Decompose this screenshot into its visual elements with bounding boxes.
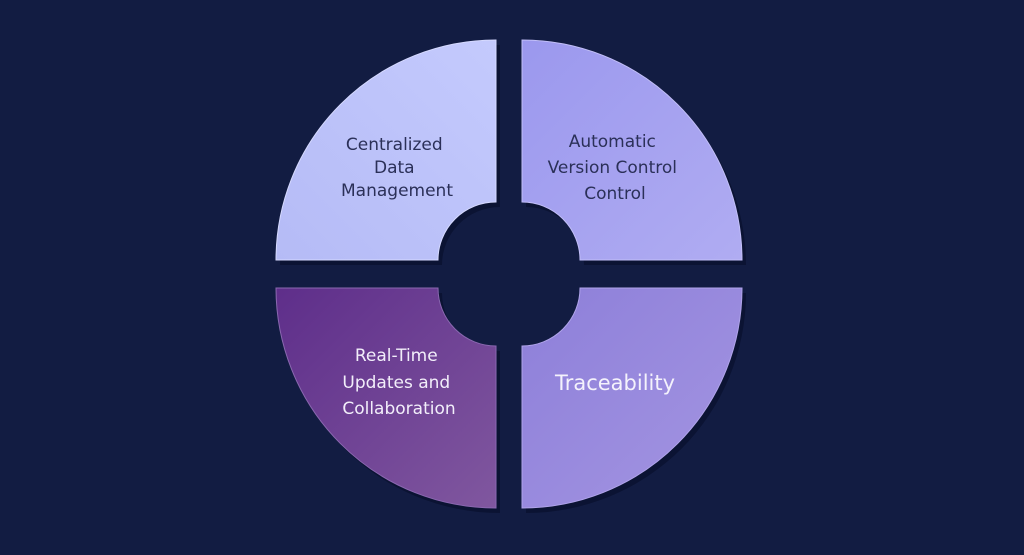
segment-traceability: Traceability [521, 287, 743, 509]
svg-text:Centralized Data M: Centralized Data Management [341, 135, 453, 201]
segment-label-line: Traceability [554, 371, 675, 395]
segment-label-line: Collaboration [342, 399, 455, 419]
segment-label-line: Centralized [346, 135, 443, 155]
segment-label-line: Real-Time [355, 346, 438, 366]
svg-text:Automatic Version Contro: Automatic Version Control Control [548, 132, 683, 204]
segment-label-line: Updates and [342, 373, 450, 393]
segment-label-line: Automatic [569, 132, 656, 152]
segment-label-line: Control [584, 184, 645, 204]
segment-label-line: Data [374, 158, 415, 178]
svg-text:Real-Time Updates and: Real-Time Updates and Collaboration [342, 346, 455, 419]
segment-automatic-version-control: Automatic Version Control Control [521, 39, 743, 261]
segment-label-line: Management [341, 181, 453, 201]
segment-label-line: Version Control [548, 158, 677, 178]
segment-centralized-data-management: Centralized Data Management [275, 39, 497, 261]
segment-real-time-updates: Real-Time Updates and Collaboration [275, 287, 497, 509]
svg-text:Traceability: Traceability [554, 371, 675, 395]
